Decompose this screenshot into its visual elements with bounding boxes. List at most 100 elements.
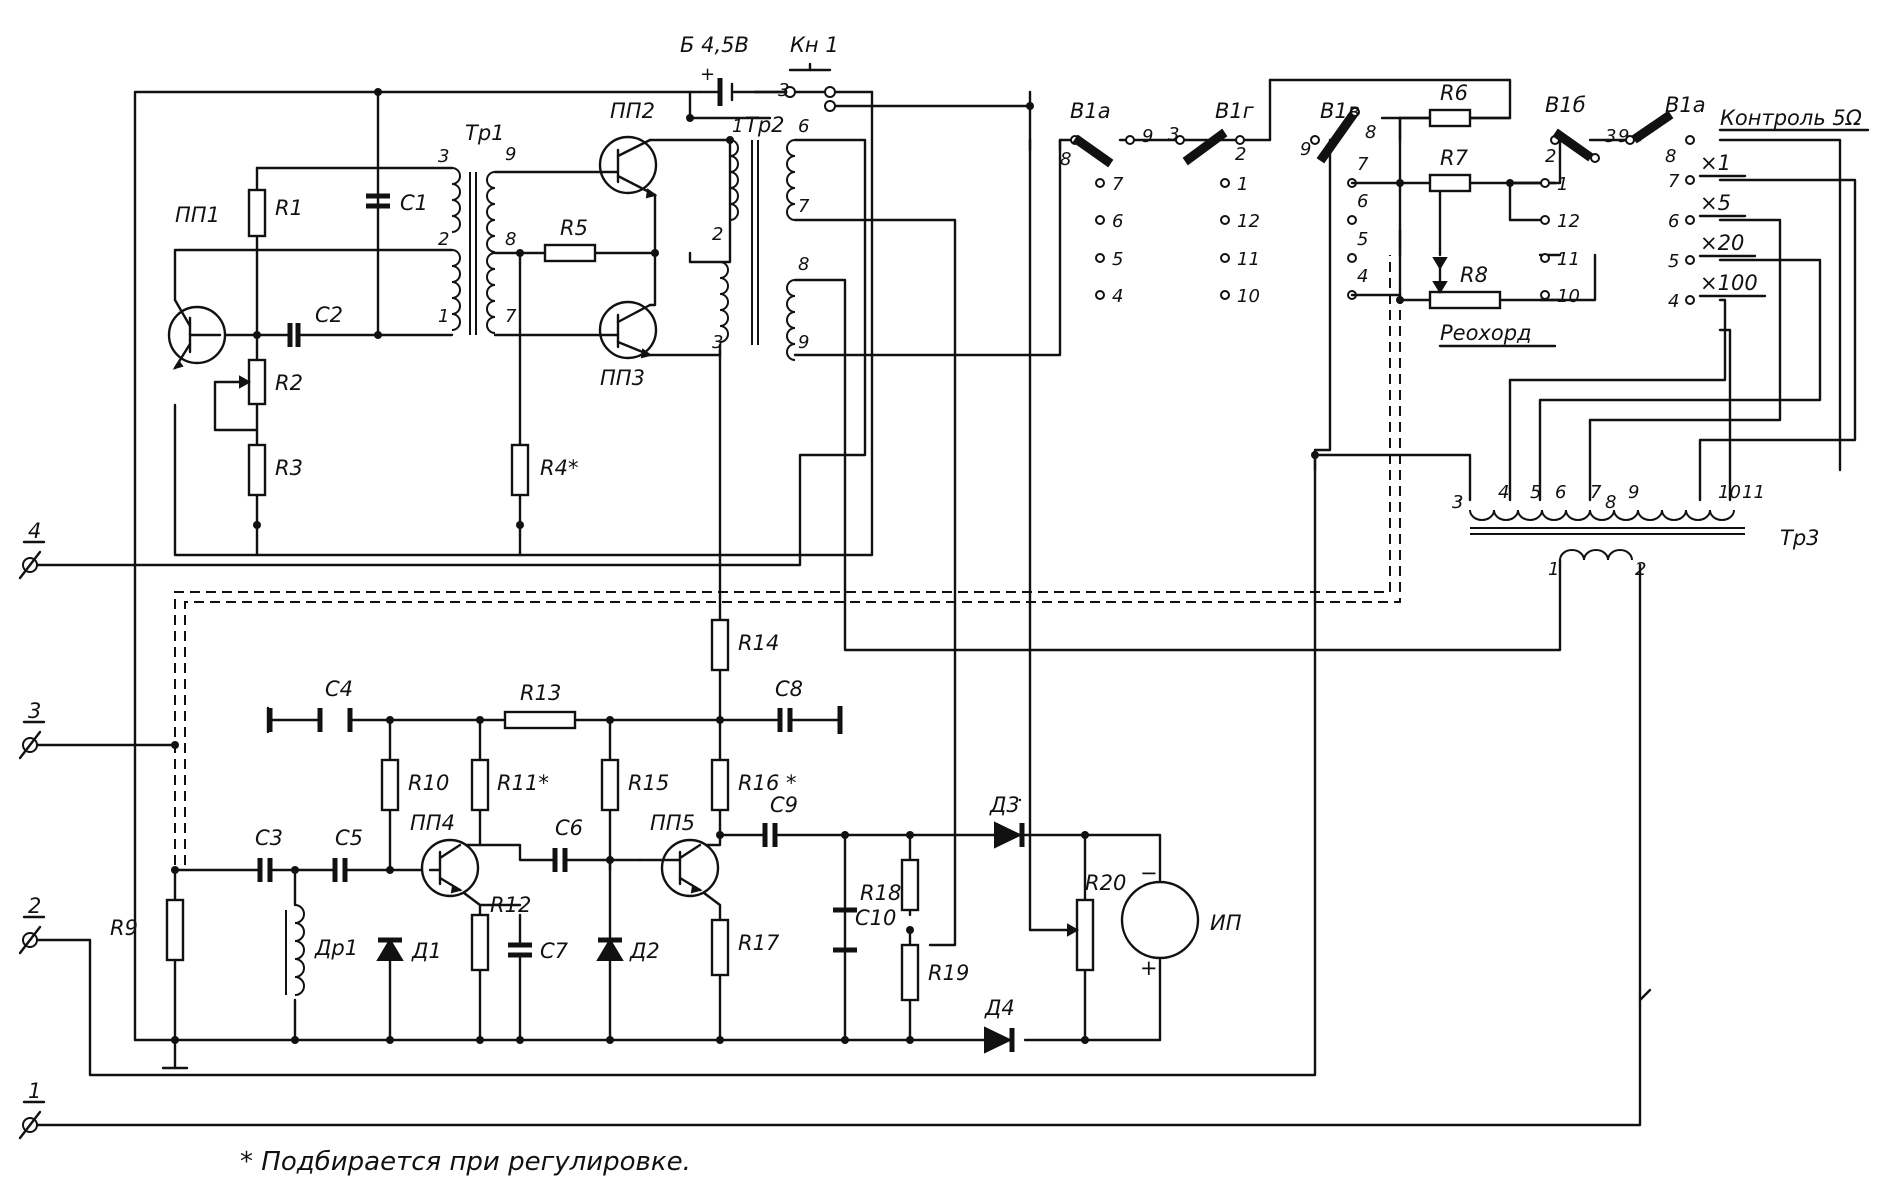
resistor-r4 [510, 443, 530, 497]
tr3-pin-5: 5 [1530, 482, 1541, 503]
tr3-pin-4: 4 [1498, 482, 1509, 503]
swr-pin-7: 7 [1668, 171, 1680, 192]
switch-section-b1g: В1г 3 2 1 12 11 10 [1168, 99, 1260, 307]
tr3-pin-9: 9 [1628, 482, 1639, 503]
r16-label: R16 * [738, 771, 797, 795]
capacitors: C1 C2 C3 C4 C5 C6 [255, 191, 896, 963]
r18-label: R18 [860, 881, 901, 905]
r11-label: R11* [497, 771, 549, 795]
capacitor-c10: C10 [833, 906, 896, 953]
terminal-1: 1 [18, 1079, 46, 1140]
capacitor-c1: C1 [366, 191, 428, 215]
transistor-pp3: ПП3 [598, 300, 658, 390]
tr1-pin-2: 2 [438, 229, 449, 250]
pp4-label: ПП4 [410, 811, 455, 835]
switch-b1v-label: В1в [1320, 99, 1360, 123]
resistor-r8 [1428, 290, 1502, 310]
swr-pin-6: 6 [1668, 211, 1679, 232]
transistor-pp5: ПП5 [638, 811, 720, 898]
swv-pin-7: 7 [1357, 154, 1369, 175]
tr3-pin-8: 8 [1605, 492, 1616, 513]
resistor-r12 [470, 913, 490, 972]
swv-pin-6: 6 [1357, 191, 1368, 212]
r14-label: R14 [738, 631, 779, 655]
meter-label: ИП [1210, 911, 1242, 935]
reochord-label: Реохорд [1440, 321, 1532, 345]
r2-label: R2 [275, 371, 303, 395]
tr3-pin-2: 2 [1635, 559, 1646, 580]
switch-b1: В1а 8 9 7 6 5 4 В1г 3 2 1 12 11 10 В1в [1060, 93, 1870, 312]
capacitor-c5: C5 [332, 826, 363, 882]
tr2-label: Тр2 [745, 113, 785, 137]
battery-b: + Б 4,5В [680, 33, 757, 106]
resistor-r20 [1075, 898, 1095, 972]
switch-b1b-label: В1б [1545, 93, 1586, 117]
tr3-label: Тр3 [1780, 526, 1820, 550]
swg-pin-11: 11 [1237, 249, 1260, 270]
swv-pin-5: 5 [1357, 229, 1368, 250]
transistor-pp1: ПП1 [167, 203, 227, 370]
range-x20-label: ×20 [1700, 231, 1744, 255]
diode-d1: Д1 [376, 937, 442, 963]
switch-wiring [28, 78, 1857, 1127]
resistor-r13 [503, 710, 577, 730]
c10-label: C10 [855, 906, 896, 930]
swb-pin-10: 10 [1557, 286, 1580, 307]
resistor-r7 [1428, 173, 1472, 193]
range-x5-label: ×5 [1700, 191, 1731, 215]
battery-label: Б 4,5В [680, 33, 749, 57]
terminals: 4 3 2 1 [18, 519, 46, 1140]
swg-pin-1: 1 [1237, 174, 1248, 195]
swa-pin-5: 5 [1112, 249, 1123, 270]
resistor-r18 [900, 858, 920, 912]
c5-label: C5 [335, 826, 363, 850]
transformer-tr3: Тр3 3 4 5 6 7 8 9 10 11 1 2 [1452, 482, 1820, 580]
c4-label: C4 [325, 677, 353, 701]
transistor-pp4: ПП4 [410, 811, 480, 898]
terminal-1-label: 1 [28, 1079, 41, 1103]
dr1-label: Др1 [314, 936, 358, 960]
c2-label: C2 [315, 303, 343, 327]
r20-label: R20 [1085, 871, 1126, 895]
meter-ip: ИП − + [1120, 861, 1242, 980]
swg-pin-12: 12 [1237, 211, 1260, 232]
r8-label: R8 [1460, 263, 1488, 287]
terminal-4: 4 [18, 519, 46, 580]
resistor-r15 [600, 758, 620, 812]
swb-pin-2: 2 [1545, 146, 1556, 167]
capacitor-c9: C9 [762, 793, 798, 847]
terminal-2-label: 2 [28, 894, 41, 918]
tr3-pin-10: 10 [1718, 482, 1741, 503]
tr2-pin-2: 2 [712, 224, 723, 245]
c8-label: C8 [775, 677, 803, 701]
transformer-tr1: Тр1 3 2 1 9 8 7 [438, 121, 517, 335]
c9-label: C9 [770, 793, 798, 817]
diode-d2: Д2 [596, 937, 660, 963]
r17-label: R17 [738, 931, 780, 955]
tr3-pin-11: 11 [1742, 482, 1765, 503]
resistor-r17 [710, 918, 730, 977]
swv-pin-9: 9 [1300, 139, 1311, 160]
tr2-pin-3: 3 [712, 332, 723, 353]
capacitor-c2: C2 [287, 303, 343, 347]
r15-label: R15 [628, 771, 669, 795]
tr1-pin-3: 3 [438, 146, 449, 167]
diodes: Д1 Д2 Д3 Д4 [376, 793, 1025, 1054]
c3-label: C3 [255, 826, 283, 850]
d1-label: Д1 [411, 939, 442, 963]
switch-section-b1b: В1б 2 3 1 12 11 10 [1540, 93, 1616, 307]
r5-label: R5 [560, 216, 588, 240]
r9-label: R9 [110, 916, 138, 940]
d4-label: Д4 [984, 996, 1015, 1020]
r3-label: R3 [275, 456, 303, 480]
switch-section-b1a: В1а 8 9 7 6 5 4 [1060, 99, 1153, 307]
key-label: Кн 1 [790, 33, 839, 57]
tr1-pin-7: 7 [505, 306, 517, 327]
swb-pin-12: 12 [1557, 211, 1580, 232]
svg-text:+: + [700, 64, 715, 85]
swb-pin-3: 3 [1605, 126, 1616, 147]
transistor-pp2: ПП2 [598, 99, 658, 199]
switch-section-b1v: В1в 9 8 7 6 5 4 [1300, 99, 1402, 302]
terminal-2: 2 [18, 894, 46, 955]
resistor-r16 [710, 758, 730, 812]
